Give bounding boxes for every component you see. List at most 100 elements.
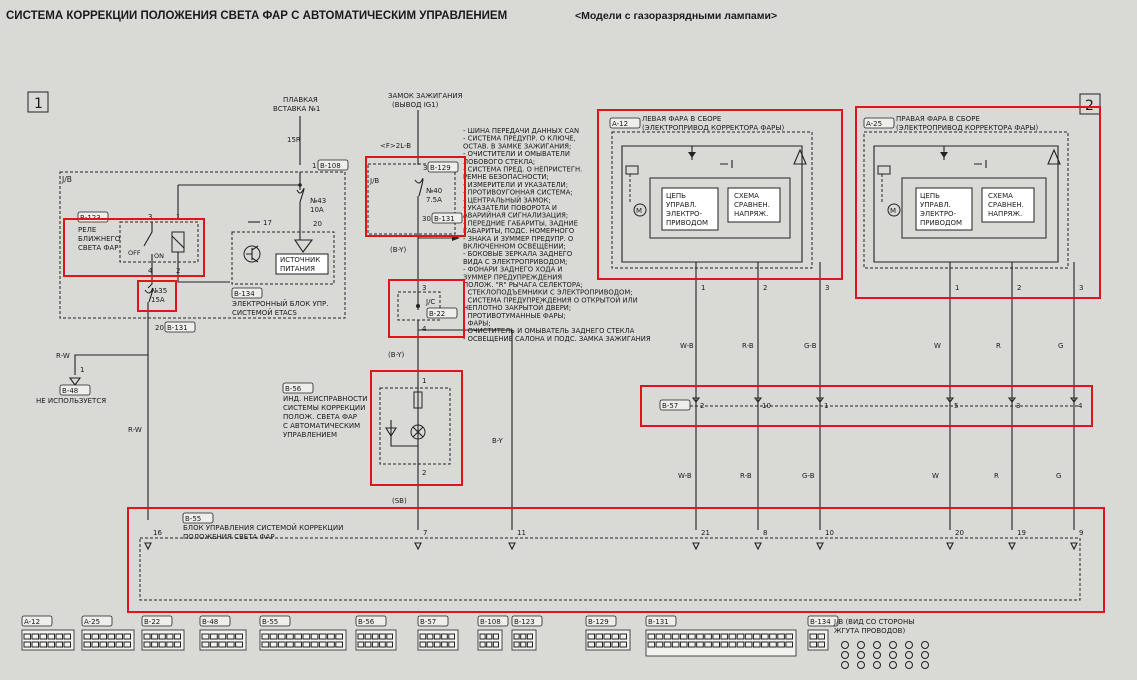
connector-cavity [107, 641, 115, 648]
connector-cavity [261, 641, 270, 648]
connector-cavity [486, 641, 493, 648]
a12-tag: A-12 [612, 120, 628, 128]
wire-color-upper: G-B [804, 342, 817, 350]
jb-view-cavity [921, 651, 929, 659]
connector-cavity [671, 633, 680, 640]
connector-cavity [209, 641, 218, 648]
right-motor-m: M [890, 207, 896, 215]
highlight-jc [388, 279, 465, 338]
fuse40-rating: 7.5A [426, 196, 442, 204]
page-marker-left-label: 1 [34, 96, 43, 112]
consumer-item: - ЦЕНТРАЛЬНЫЙ ЗАМОК; [463, 195, 551, 204]
connector-cavity [655, 633, 664, 640]
right-headlamp-2: (ЭЛЕКТРОПРИВОД КОРРЕКТОРА ФАРЫ) [896, 124, 1039, 132]
fuse43-num: №43 [310, 197, 326, 205]
connector-tag [417, 615, 449, 627]
connector-shape [355, 629, 397, 651]
jb-view-1: J/B (ВИД СО СТОРОНЫ [833, 618, 914, 626]
consumer-item: АВАРИЙНАЯ СИГНАЛИЗАЦИЯ; [463, 211, 568, 220]
connector-cavity [99, 633, 107, 640]
connector-cavity [294, 633, 302, 640]
connector-cavity [728, 633, 737, 640]
diagram-subtitle: <Модели с газоразрядными лампами> [575, 10, 777, 22]
relay-on: ON [154, 252, 164, 260]
fuse35-rating: 15A [151, 296, 165, 304]
wire-by-2: (B-Y) [388, 351, 405, 359]
connector-name: B-131 [648, 618, 669, 626]
connector-name: B-129 [588, 618, 609, 626]
connector-cavity [318, 641, 327, 648]
connector-cavity [426, 641, 434, 648]
connector-cavity [277, 633, 286, 640]
connector-name: A-12 [24, 618, 40, 626]
connector-cavity [704, 641, 712, 648]
consumer-item: - ПРОТИВОТУМАННЫЕ ФАРЫ; [463, 312, 566, 320]
connector-tag [511, 615, 543, 627]
consumer-item: - ПРОТИВОУГОННАЯ СИСТЕМА; [463, 189, 573, 197]
connector-cavity [419, 641, 427, 648]
connector-cavity [655, 641, 664, 648]
ecu-terminal [144, 542, 152, 551]
connector-tag [355, 615, 387, 627]
connector-cavity [151, 641, 159, 648]
connector-shape [807, 629, 829, 651]
wire-by-1: (B-Y) [390, 246, 407, 254]
right-cmp-1: СХЕМА [988, 192, 1013, 200]
left-headlamp-2: (ЭЛЕКТРОПРИВОД КОРРЕКТОРА ФАРЫ) [642, 124, 785, 132]
connector-cavity [357, 641, 365, 648]
ecu-pin: 9 [1079, 529, 1083, 537]
connector-cavity [63, 641, 71, 648]
connector-cavity [47, 641, 55, 648]
consumer-item: НЕПЛОТНО ЗАКРЫТОЙ ДВЕРИ; [463, 303, 571, 312]
connector-cavity [63, 633, 71, 640]
left-motor-m: M [636, 207, 642, 215]
etacs-label-2: СИСТЕМОЙ ETACS [232, 308, 297, 317]
connector-cavity [335, 641, 343, 648]
consumer-item: ЗУММЕР ПРЕДУПРЕЖДЕНИЯ [463, 273, 562, 281]
consumer-item: - СИСТЕМА ПРЕДУПР. О КЛЮЧЕ, [463, 135, 576, 143]
consumer-item: - ФАРЫ; [463, 320, 491, 328]
jb-label: J/B [61, 175, 72, 184]
fuse43-pin: 20 [313, 220, 322, 228]
connector-cavity [31, 641, 39, 648]
connector-cavity [777, 633, 785, 640]
connector-cavity [235, 633, 244, 640]
relay-pin-1: 1 [176, 213, 180, 221]
connector-cavity [318, 633, 327, 640]
connector-cavity [31, 633, 39, 640]
wire-sb: (SB) [392, 497, 407, 505]
connector-name: A-25 [84, 618, 100, 626]
connector-cavity [671, 641, 680, 648]
connector-cavity [513, 633, 520, 640]
connector-cavity [619, 633, 627, 640]
connector-cavity [115, 641, 123, 648]
connector-cavity [269, 641, 278, 648]
fuse40-num: №40 [426, 187, 442, 195]
connector-cavity [777, 641, 785, 648]
connector-cavity [426, 633, 434, 640]
connector-cavity [23, 633, 31, 640]
jb-view-cavity [889, 641, 897, 649]
consumer-item: - ОЧИСТИТЕЛЬ И ОМЫВАТЕЛЬ ЗАДНЕГО СТЕКЛА [463, 327, 635, 335]
connector-cavity [744, 633, 753, 640]
connector-cavity [492, 641, 500, 648]
indicator-label-5: УПРАВЛЕНИЕМ [283, 431, 337, 439]
consumer-item: - ФОНАРИ ЗАДНЕГО ХОДА И [463, 266, 563, 274]
jb-view-cavity [857, 641, 865, 649]
connector-cavity [39, 641, 47, 648]
connector-cavity [419, 633, 427, 640]
b129-tag: B-129 [430, 164, 451, 172]
connector-cavity [769, 641, 777, 648]
connector-cavity [809, 641, 817, 648]
indicator-pin-1: 1 [422, 377, 426, 385]
power-source-1: ИСТОЧНИК [280, 256, 320, 264]
b57-terminal [753, 397, 763, 403]
etacs-connector-tag: B-134 [234, 290, 255, 298]
consumer-item: ВИДА С ЭЛЕКТРОПРИВОДОМ; [463, 258, 567, 266]
connector-cavity [441, 641, 448, 648]
connector-cavity [327, 633, 335, 640]
left-cmp-2: СРАВНЕН. [734, 201, 770, 209]
connector-cavity [448, 633, 455, 640]
connector-cavity [218, 641, 227, 648]
wire-rw-main: R-W [128, 426, 142, 434]
